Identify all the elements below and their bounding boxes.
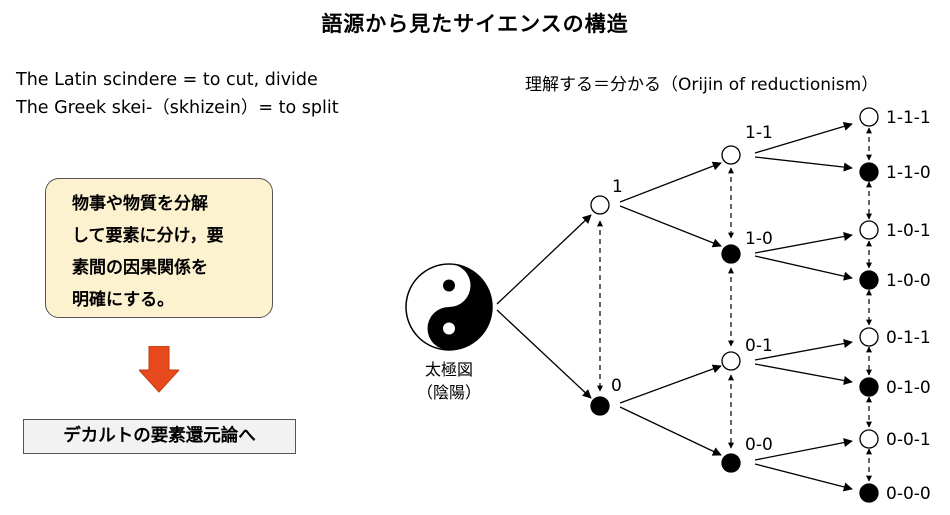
pair-links xyxy=(597,127,872,482)
tree-nodes xyxy=(590,107,879,503)
branch-0-01 xyxy=(619,364,722,404)
label-1: 1 xyxy=(612,177,623,197)
branch-1-10 xyxy=(619,205,722,248)
taiji-sublabel: （陰陽） xyxy=(417,383,481,402)
branch-00-000 xyxy=(754,463,853,492)
node-1 xyxy=(590,195,610,215)
branch-root-1 xyxy=(496,214,592,305)
node-1-0-1 xyxy=(859,220,879,240)
label-0: 0 xyxy=(611,376,622,396)
node-1-1-0 xyxy=(859,162,879,182)
label-0-0-0: 0-0-0 xyxy=(886,484,931,504)
label-0-0: 0-0 xyxy=(745,435,773,455)
label-1-0-0: 1-0-0 xyxy=(886,271,931,291)
node-0 xyxy=(590,396,610,416)
label-0-0-1: 0-0-1 xyxy=(886,430,931,450)
label-0-1: 0-1 xyxy=(745,336,773,356)
node-0-1-1 xyxy=(859,327,879,347)
label-0-1-1: 0-1-1 xyxy=(886,328,931,348)
reductionism-box: デカルトの要素還元論へ xyxy=(23,419,296,454)
label-1-1-1: 1-1-1 xyxy=(886,108,931,128)
branch-01-010 xyxy=(754,363,853,385)
branch-1-11 xyxy=(619,161,722,203)
label-1-0: 1-0 xyxy=(745,229,773,249)
yin-yang-icon xyxy=(405,263,493,351)
definition-box xyxy=(45,178,273,318)
node-0-1 xyxy=(721,351,741,371)
definition-line-3: 素間の因果関係を xyxy=(72,258,208,278)
greek-etymology: The Greek skei-（skhizein）= to split xyxy=(16,98,339,118)
diagram-heading: 理解する＝分かる（Orijin of reductionism） xyxy=(525,75,879,95)
node-1-0-0 xyxy=(859,270,879,290)
definition-line-1: 物事や物質を分解 xyxy=(72,194,208,214)
node-1-1 xyxy=(721,145,741,165)
label-1-1-0: 1-1-0 xyxy=(886,163,931,183)
branch-10-100 xyxy=(754,255,853,281)
page-title: 語源から見たサイエンスの構造 xyxy=(321,12,629,36)
branch-01-011 xyxy=(754,339,853,361)
label-1-0-1: 1-0-1 xyxy=(886,221,931,241)
branch-00-001 xyxy=(754,438,853,461)
branch-10-101 xyxy=(754,232,853,254)
branch-root-0 xyxy=(496,309,592,399)
down-arrow-icon xyxy=(139,346,179,393)
node-0-0-0 xyxy=(859,483,879,503)
taiji-label: 太極図 xyxy=(425,360,473,379)
latin-etymology: The Latin scindere = to cut, divide xyxy=(16,70,318,90)
node-1-0 xyxy=(721,244,741,264)
node-labels: 1 0 1-1 1-0 0-1 0-0 1-1-1 1-1-0 1-0-1 1-… xyxy=(611,108,931,504)
node-0-1-0 xyxy=(859,377,879,397)
definition-line-4: 明確にする。 xyxy=(72,290,175,310)
branch-11-110 xyxy=(754,156,853,172)
branch-0-00 xyxy=(619,406,722,456)
branch-11-111 xyxy=(754,121,853,154)
node-1-1-1 xyxy=(859,107,879,127)
definition-line-2: して要素に分け，要 xyxy=(72,226,224,246)
branch-arrows xyxy=(496,121,853,492)
node-0-0-1 xyxy=(859,429,879,449)
node-0-0 xyxy=(721,453,741,473)
label-1-1: 1-1 xyxy=(745,123,773,143)
label-0-1-0: 0-1-0 xyxy=(886,378,931,398)
